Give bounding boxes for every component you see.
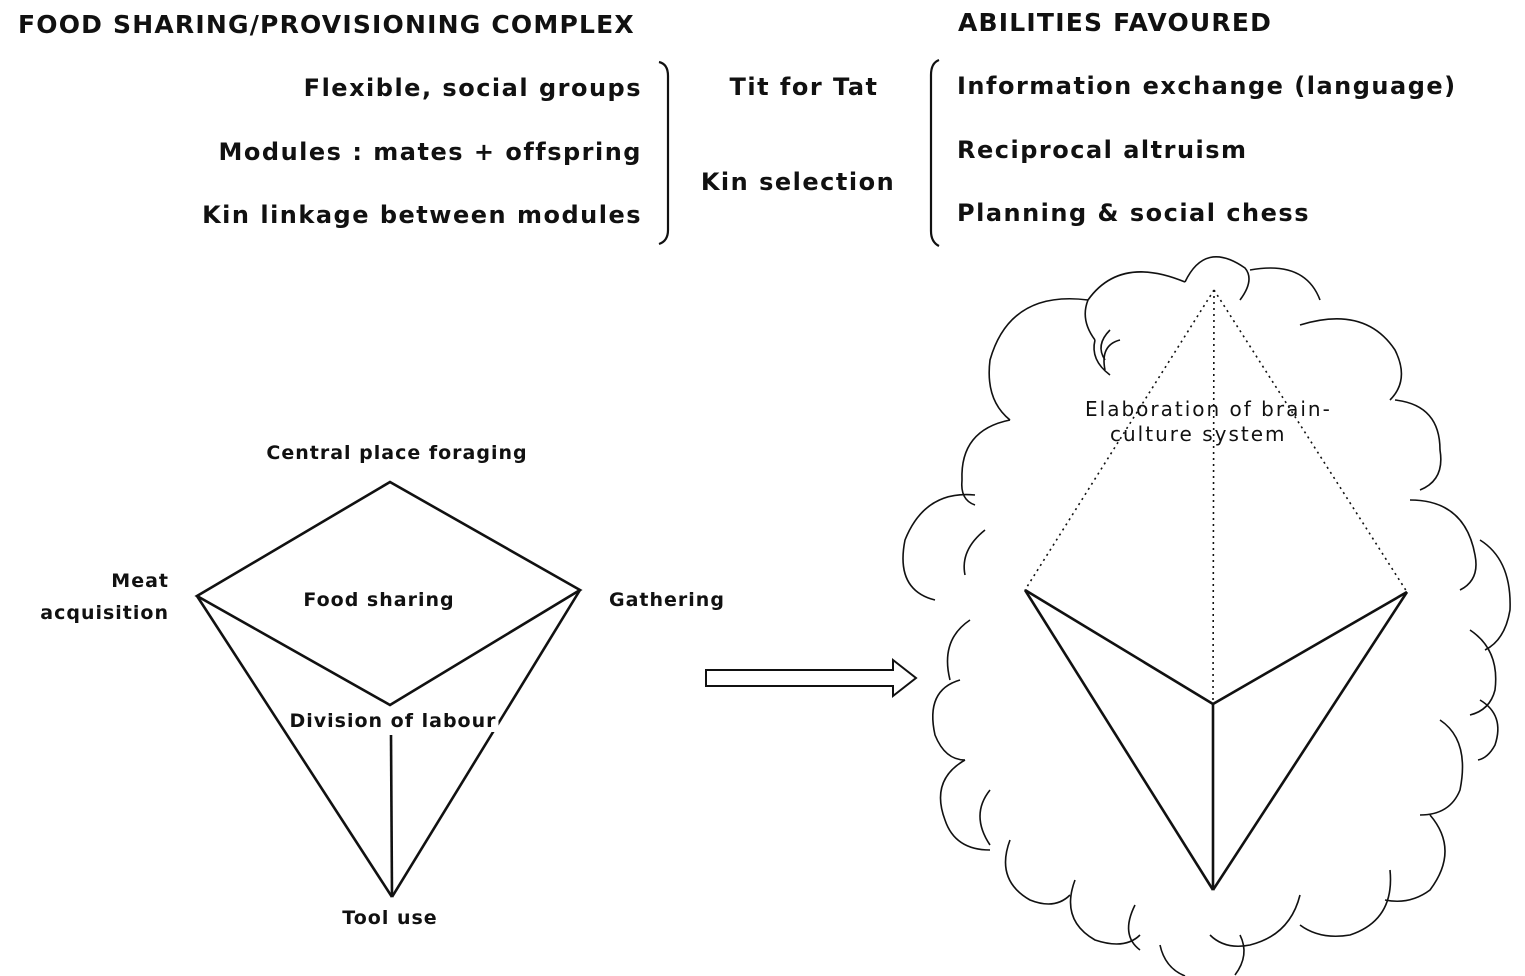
- ability-item: Planning & social chess: [957, 199, 1310, 227]
- label-meat: Meat: [111, 570, 169, 592]
- mechanism-kin-selection: Kin selection: [700, 168, 896, 196]
- ability-item: Reciprocal altruism: [957, 136, 1248, 164]
- label-food-sharing: Food sharing: [303, 589, 455, 611]
- closing-bracket: [658, 60, 670, 246]
- label-division-of-labour: Division of labour: [287, 710, 499, 732]
- abilities-title: ABILITIES FAVOURED: [958, 8, 1273, 37]
- complex-item: Modules : mates + offspring: [218, 138, 642, 166]
- complex-title: FOOD SHARING/PROVISIONING COMPLEX: [18, 10, 635, 39]
- mechanism-tit-for-tat: Tit for Tat: [729, 73, 879, 101]
- label-tool-use: Tool use: [342, 907, 438, 929]
- label-culture-system: culture system: [1110, 422, 1287, 446]
- label-acquisition: acquisition: [40, 602, 169, 624]
- brain-culture-cloud: [902, 256, 1511, 976]
- complex-item: Kin linkage between modules: [202, 201, 642, 229]
- label-central-place-foraging: Central place foraging: [266, 442, 528, 464]
- brain-culture-pyramid: [1023, 588, 1409, 891]
- opening-bracket: [929, 58, 940, 247]
- label-elaboration: Elaboration of brain-: [1085, 397, 1332, 421]
- pyramid-apex-dotted-edges: [1024, 289, 1408, 705]
- food-sharing-diamond: [194, 480, 583, 898]
- ability-item: Information exchange (language): [957, 72, 1457, 100]
- transition-arrow: [705, 657, 918, 699]
- complex-item: Flexible, social groups: [303, 74, 642, 102]
- label-gathering: Gathering: [609, 589, 725, 611]
